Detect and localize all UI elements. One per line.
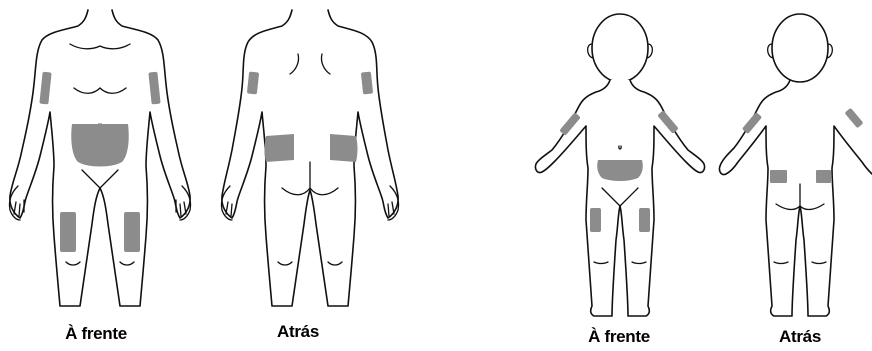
adult-back-left-hip-site — [265, 134, 295, 162]
adult-front-abdomen-site — [71, 124, 129, 167]
child-front-body-drawing — [528, 0, 708, 330]
child-front-head — [592, 14, 648, 82]
child-front-caption: À frente — [588, 327, 650, 347]
adult-back-figure: Atrás — [210, 0, 410, 351]
child-back-figure: Atrás — [712, 0, 872, 351]
adult-back-body-drawing — [210, 0, 410, 320]
child-back-head — [772, 14, 828, 82]
adult-front-figure: À frente — [0, 0, 200, 351]
child-back-caption: Atrás — [779, 327, 821, 347]
child-front-abdomen-site — [597, 160, 643, 181]
child-back-right-arm-site — [845, 108, 864, 128]
child-front-body-outline — [535, 80, 704, 316]
child-back-left-hip-site — [770, 170, 787, 183]
child-back-right-hip-site — [816, 170, 831, 183]
adult-front-right-thigh-site — [124, 212, 140, 252]
adult-back-right-hip-site — [330, 134, 358, 162]
adult-front-left-thigh-site — [60, 212, 76, 252]
child-back-body-drawing — [712, 0, 872, 330]
child-front-left-thigh-site — [590, 208, 601, 232]
child-front-figure: À frente — [528, 0, 708, 351]
adult-front-body-drawing — [0, 0, 200, 320]
adult-back-body-outline — [222, 10, 398, 306]
adult-back-caption: Atrás — [277, 322, 319, 342]
child-front-right-thigh-site — [639, 208, 650, 232]
adult-front-caption: À frente — [65, 324, 127, 344]
